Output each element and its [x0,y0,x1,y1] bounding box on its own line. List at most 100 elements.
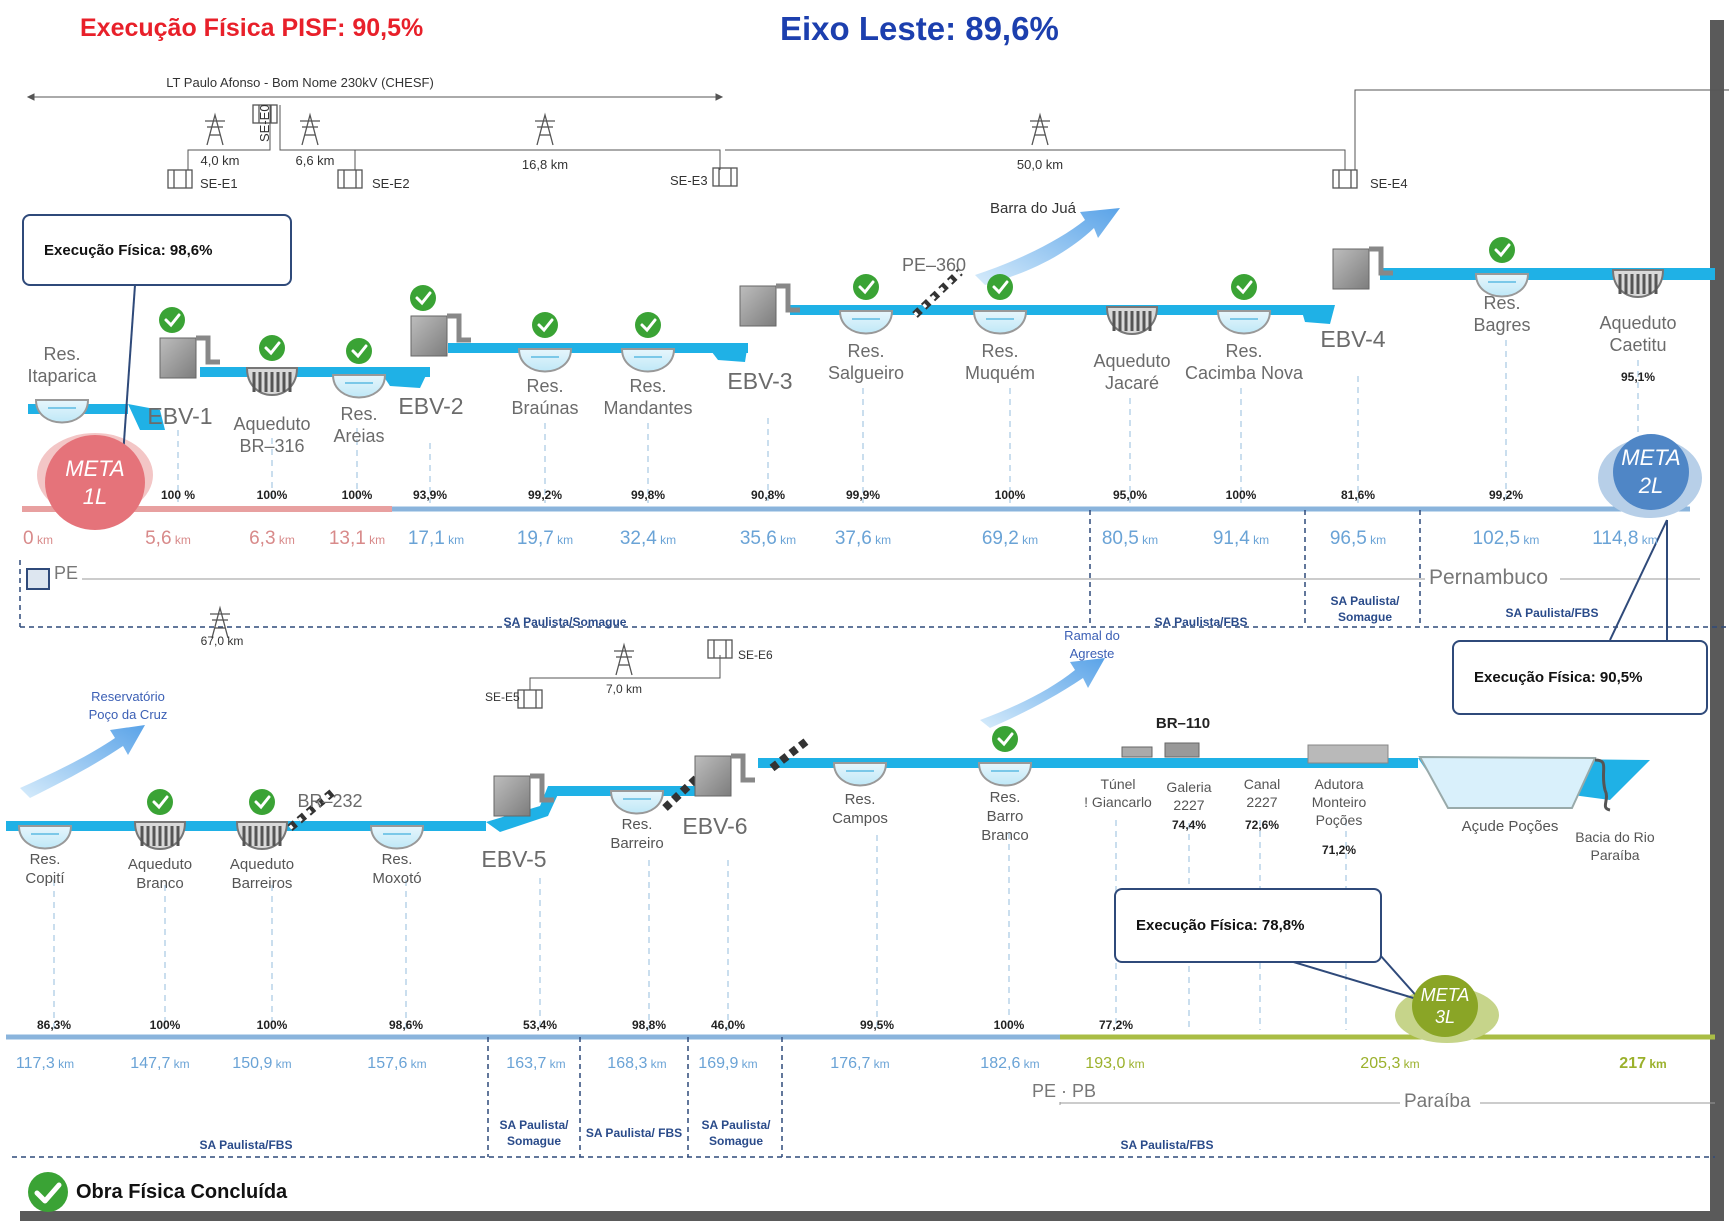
aqueduct-icon-aqueduto-jacare [1105,306,1159,335]
km-value: 13,1 [328,528,366,549]
label-ebv-4: EBV-4 [1320,326,1386,352]
contractor-row2-2: SA Paulista/ Somague [499,1118,569,1148]
km-res-muquem: 69,2 km [981,528,1039,549]
pct-ebv-1: 100 % [160,488,196,502]
km-value: 0 [23,528,34,549]
pernambuco-label: Pernambuco [1425,566,1553,590]
pct-res-areias: 100% [341,488,373,502]
tunel-icon [1121,746,1153,758]
label-ebv-1: EBV-1 [147,403,213,429]
reservoir-icon-res-mandantes [620,348,676,373]
pct-res-moxoto: 98,6% [388,1018,424,1032]
tower-distance-7km: 7,0 km [605,682,643,696]
substation-icon [1332,169,1358,189]
km-aqueduto-jacare: 80,5 km [1101,528,1159,549]
km-value: 19,7 [516,528,554,549]
km-value: 157,6 [367,1055,408,1072]
pct-ebv-2: 93,9% [412,488,448,502]
label-tunel-giancarlo: Túnel ! Giancarlo [1084,776,1152,810]
label-ebv-6: EBV-6 [682,813,748,839]
label-adutora-monteiro-pocoes: Adutora Monteiro Poções [1311,776,1367,828]
label-aqueduto-caetitu: Aqueduto Caetitu [1599,313,1677,355]
power-line-top [26,89,1729,170]
road-icon-ebv6b [769,736,811,772]
pct-res-barro-branco: 100% [993,1018,1025,1032]
km-value: 205,3 [1360,1055,1401,1072]
km-value: 69,2 [981,528,1019,549]
km-res-cacimba-nova: 91,4 km [1212,528,1270,549]
label-bacia-do-rio-paraiba: Bacia do Rio Paraíba [1575,829,1655,863]
reservatorio-arrow [20,725,145,798]
pct-tunel-giancarlo: 77,2% [1098,1018,1134,1032]
contractor-row2-4: SA Paulista/ Somague [701,1118,771,1148]
meta2-code: 2L [1638,473,1664,498]
label-res-cacimba-nova: Res. Cacimba Nova [1184,341,1304,383]
km-res-moxoto: 157,6 km [367,1055,427,1072]
label-ebv-3: EBV-3 [727,368,793,394]
pct-res-muquem: 100% [994,488,1026,502]
pe-pb-label: PE · PB [1028,1081,1101,1102]
pump-station-icon-ebv-5 [493,773,554,817]
aqueduct-icon-aqueduto-caetitu [1611,269,1665,298]
km-value: 96,5 [1329,528,1367,549]
km-ebv-5: 163,7 km [506,1055,566,1072]
label-res-barreiro: Res. Barreiro [610,816,664,852]
pct-res-braunas: 99,2% [527,488,563,502]
reservoir-icon-res-barro-branco [977,762,1033,787]
label-ebv-2: EBV-2 [398,393,464,419]
tower-distance-67km: 67,0 km [200,634,244,648]
label-res-braunas: Res. Braúnas [511,376,579,418]
label-aqueduto-branco: Aqueduto Branco [127,856,193,892]
check-icon-res-mandantes [635,312,661,338]
contractor-row1-3: SA Paulista/ Somague [1330,594,1400,624]
km-value: 168,3 [607,1055,648,1072]
dist-50km: 50,0 km [1016,157,1064,172]
page-shadow-right [1710,20,1724,1220]
label-aqueduto-br-316: Aqueduto BR–316 [233,414,311,456]
km-value: 114,8 [1592,528,1639,549]
km-res-barro-branco: 182,6 km [980,1055,1040,1072]
pump-station-icon-ebv-6 [694,753,755,797]
transmission-tower-icon [535,112,555,146]
check-icon-ebv-2 [410,285,436,311]
br110-label: BR–110 [1155,715,1211,732]
galeria-icon [1164,742,1200,758]
label-galeria-2227: Galeria 2227 [1166,779,1212,813]
label-res-mandantes: Res. Mandantes [603,376,693,418]
transmission-tower-icon [210,605,230,639]
meta3-code: 3L [1434,1007,1455,1027]
pe360-road-icon [912,269,963,318]
aqueduct-icon-aqueduto-br-316 [245,367,299,396]
se-e0-label: SE-E0 [257,104,272,142]
eixo-leste-title: Eixo Leste: 89,6% [780,10,1059,47]
pct-ebv-5: 53,4% [522,1018,558,1032]
contractor-boxes-row1 [19,510,1729,628]
km-res-mandantes: 32,4 km [619,528,677,549]
pct-ebv-6: 46,0% [710,1018,746,1032]
se-e3-label: SE-E3 [670,173,708,188]
callout-meta2: Execução Física: 90,5% [1452,640,1708,715]
pct-aqueduto-jacare: 95,0% [1112,488,1148,502]
km-value: 17,1 [407,528,445,549]
km-res-bagres: 102,5 km [1472,528,1540,549]
pct-adutora-monteiro-pocoes: 71,2% [1321,843,1357,857]
km-ebv-1: 5,6 km [145,528,191,549]
pct-res-campos: 99,5% [859,1018,895,1032]
contractor-row2-1: SA Paulista/FBS [199,1138,293,1152]
check-icon-res-bagres [1489,237,1515,263]
km-aqueduto-caetitu: 114,8 km [1592,528,1658,549]
substation-icon [252,104,278,124]
se-e5-label: SE-E5 [485,690,520,704]
km-res-salgueiro: 37,6 km [834,528,892,549]
km-value: 5,6 [145,528,172,549]
label-res-moxoto: Res. Moxotó [372,851,422,887]
km-value: 32,4 [619,528,657,549]
aqueduct-icon-aqueduto-barreiros [235,821,289,850]
meta1-code: 1L [82,483,108,509]
km-value: 163,7 [506,1055,547,1072]
label-aqueduto-barreiros: Aqueduto Barreiros [229,856,295,892]
pct-aqueduto-barreiros: 100% [256,1018,288,1032]
meta1-word: META [65,455,125,481]
